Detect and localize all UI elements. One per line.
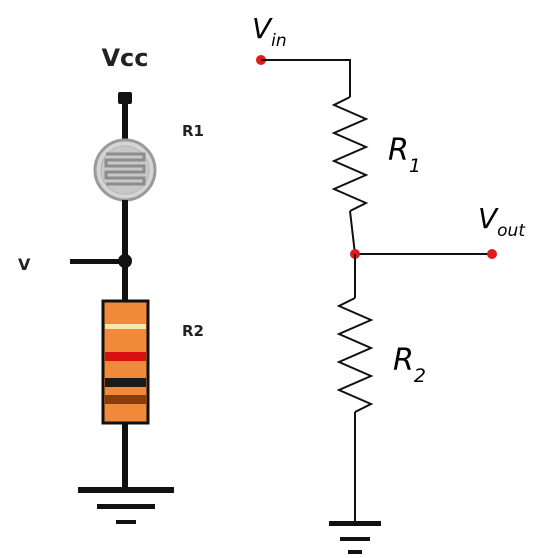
wire-resistor-ground [122,423,128,487]
vout-label: Vout [478,202,526,241]
r2-zigzag [336,297,374,413]
vcc-label: Vcc [101,44,148,72]
wire-vcc-ldr [122,100,128,142]
vout-node [487,249,497,259]
photoresistor-icon [93,138,157,202]
r1-zigzag [331,96,369,212]
output-v-label: V [18,255,31,274]
schematic-wire-mid [349,210,356,255]
vin-label: Vin [252,12,287,51]
vcc-terminal [118,92,132,104]
wire-ldr-junction [122,200,128,262]
r1-label: R1 [182,122,204,140]
wire-junction-resistor [122,262,128,302]
schematic-wire-top [261,59,351,97]
left-circuit: Vcc R1 V R2 [18,44,204,524]
right-circuit: Vin Vout R1 R2 [252,12,526,554]
resistor-icon [101,299,150,425]
junction-node [118,254,132,268]
ground-symbol-left [78,487,174,524]
r2-schematic-label: R2 [393,343,426,387]
output-wire [70,259,125,264]
r2-label: R2 [182,322,204,340]
ground-symbol-right [329,521,381,554]
r1-schematic-label: R1 [388,133,421,177]
